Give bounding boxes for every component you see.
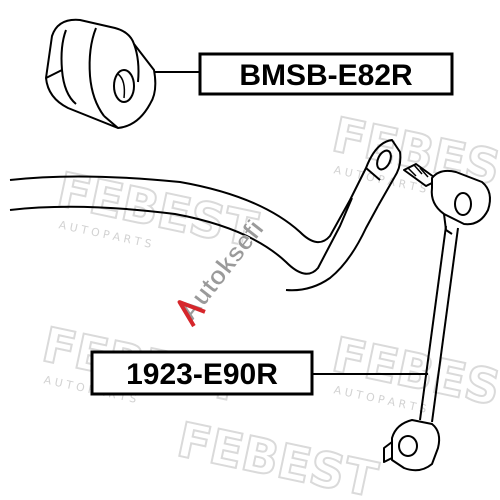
bushing-part-number: BMSB-E82R bbox=[239, 59, 413, 92]
watermark-brand-5: FEBEST bbox=[173, 412, 383, 500]
watermark-5: FEBEST bbox=[172, 411, 384, 500]
stabilizer-bushing-drawing bbox=[45, 18, 157, 129]
link-part-label: 1923-E90R bbox=[90, 350, 314, 396]
bushing-part-label: BMSB-E82R bbox=[198, 52, 454, 96]
link-part-number: 1923-E90R bbox=[126, 358, 278, 391]
overlay-watermark-red-accent bbox=[177, 300, 206, 328]
stabilizer-bar-drawing bbox=[9, 139, 402, 292]
stabilizer-link-drawing bbox=[383, 163, 491, 472]
